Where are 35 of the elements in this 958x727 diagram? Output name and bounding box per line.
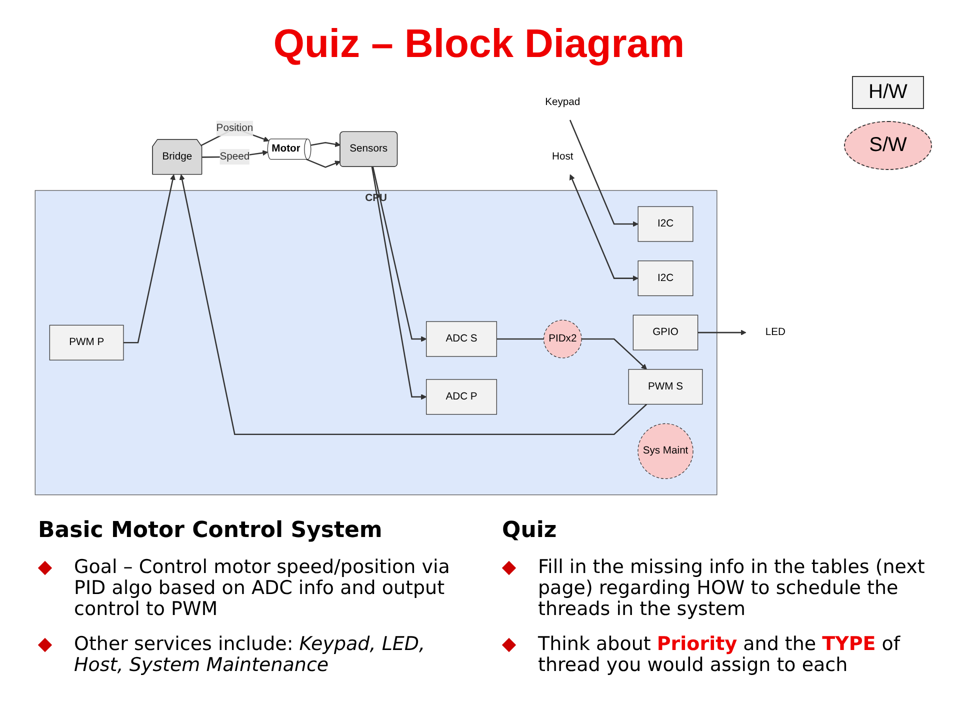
arrow: [372, 166, 427, 342]
section-heading: Quiz: [502, 518, 557, 543]
node-box: ADC S: [426, 321, 497, 357]
arrow: [123, 174, 176, 344]
arrow: [570, 174, 638, 282]
arrow: [310, 141, 341, 148]
arrow: [698, 330, 746, 336]
node-text: Motor: [272, 143, 300, 154]
node-box: I2C: [638, 206, 694, 242]
software-legend-ellipse: S/W: [844, 121, 932, 170]
arrow: [371, 166, 427, 400]
hardware-legend-box: H/W: [852, 76, 924, 109]
bullet-text: Fill in the missing info in the tables (next page) regarding HOW to schedule the threads in the system: [538, 557, 942, 620]
node-box: GPIO: [632, 314, 698, 350]
diagram-title: Quiz – Block Diagram: [272, 22, 686, 67]
bullet-text: Goal – Control motor speed/position via PID algo based on ADC info and output control to PWM: [74, 557, 478, 620]
node-box: ADC P: [426, 379, 497, 415]
bullet-text: Think about Priority and the TYPE of thread you would assign to each: [538, 634, 942, 676]
node-text: Keypad: [545, 96, 580, 108]
node-text: LED: [765, 326, 786, 338]
node-circle: Sys Maint: [638, 423, 694, 479]
edge-label: Speed: [220, 151, 250, 162]
connector: [496, 338, 544, 340]
arrow: [179, 174, 648, 435]
node-text: Host: [552, 151, 574, 162]
arrow: [582, 338, 647, 370]
arrow: [306, 158, 341, 168]
edge-label: Position: [216, 122, 254, 134]
node-box: PWM S: [628, 369, 703, 405]
node-circle: PIDx2: [543, 320, 582, 358]
node-box: PWM P: [49, 324, 124, 360]
node-box: I2C: [638, 260, 694, 296]
arrow: [569, 120, 638, 227]
section-heading: Basic Motor Control System: [38, 518, 382, 543]
bullet-text: Other services include: Keypad, LED, Host, System Maintenance: [74, 634, 478, 676]
